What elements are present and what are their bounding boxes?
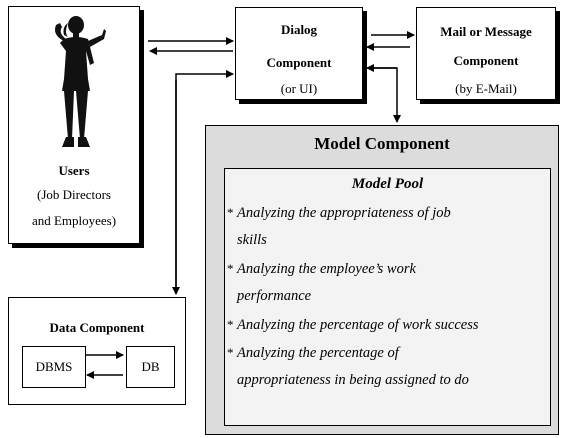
model-pool-item: *Analyzing the percentage of appropriate… xyxy=(227,339,547,394)
dbms-box: DBMS xyxy=(22,346,86,388)
bullet-star: * xyxy=(227,345,234,360)
mail-component-box: Mail or Message Component (by E-Mail) xyxy=(416,7,556,100)
dialog-component-box: Dialog Component (or UI) xyxy=(235,7,363,100)
bullet-star: * xyxy=(227,317,234,332)
model-pool-title: Model Pool xyxy=(351,176,424,192)
model-pool-item: *Analyzing the employee’s work performan… xyxy=(227,255,547,310)
model-pool-item-text: Analyzing the employee’s work xyxy=(237,261,416,277)
model-pool-item-text: Analyzing the appropriateness of job xyxy=(237,205,451,221)
model-pool-box: Model Pool *Analyzing the appropriatenes… xyxy=(224,168,551,426)
model-pool-item-text-cont: skills xyxy=(237,232,267,248)
mail-title-line2: Component xyxy=(453,53,519,68)
model-pool-item-text-cont: appropriateness in being assigned to do xyxy=(237,372,469,388)
users-subtitle-line2: and Employees) xyxy=(31,213,117,228)
dialog-title-line2: Component xyxy=(266,55,332,70)
mail-title: Mail or Message xyxy=(440,24,532,39)
model-pool-item-text-cont: performance xyxy=(237,288,312,304)
data-component-box: Data Component DBMS DB xyxy=(8,297,186,405)
db-box: DB xyxy=(126,346,175,388)
arrow-dialog-to-model xyxy=(369,67,401,123)
users-box: Users (Job Directors and Employees) xyxy=(8,6,140,244)
data-component-title: Data Component xyxy=(49,320,145,335)
model-pool-item-text: Analyzing the percentage of work success xyxy=(237,317,479,333)
bullet-star: * xyxy=(227,261,234,276)
mail-subtitle: (by E-Mail) xyxy=(455,81,517,96)
model-pool-item-text: Analyzing the percentage of xyxy=(237,345,399,361)
bullet-star: * xyxy=(227,205,234,220)
dialog-title: Dialog xyxy=(280,22,318,37)
user-figure-icon xyxy=(55,16,106,147)
model-component-box: Model Component Model Pool *Analyzing th… xyxy=(205,125,559,435)
users-title: Users xyxy=(58,163,90,178)
dialog-subtitle: (or UI) xyxy=(280,81,318,96)
db-label: DB xyxy=(141,359,160,374)
model-component-title: Model Component xyxy=(314,134,450,153)
model-pool-item: *Analyzing the percentage of work succes… xyxy=(227,311,547,339)
users-subtitle-line1: (Job Directors xyxy=(36,187,111,202)
dbms-label: DBMS xyxy=(35,359,73,374)
model-pool-item: *Analyzing the appropriateness of job sk… xyxy=(227,199,547,254)
